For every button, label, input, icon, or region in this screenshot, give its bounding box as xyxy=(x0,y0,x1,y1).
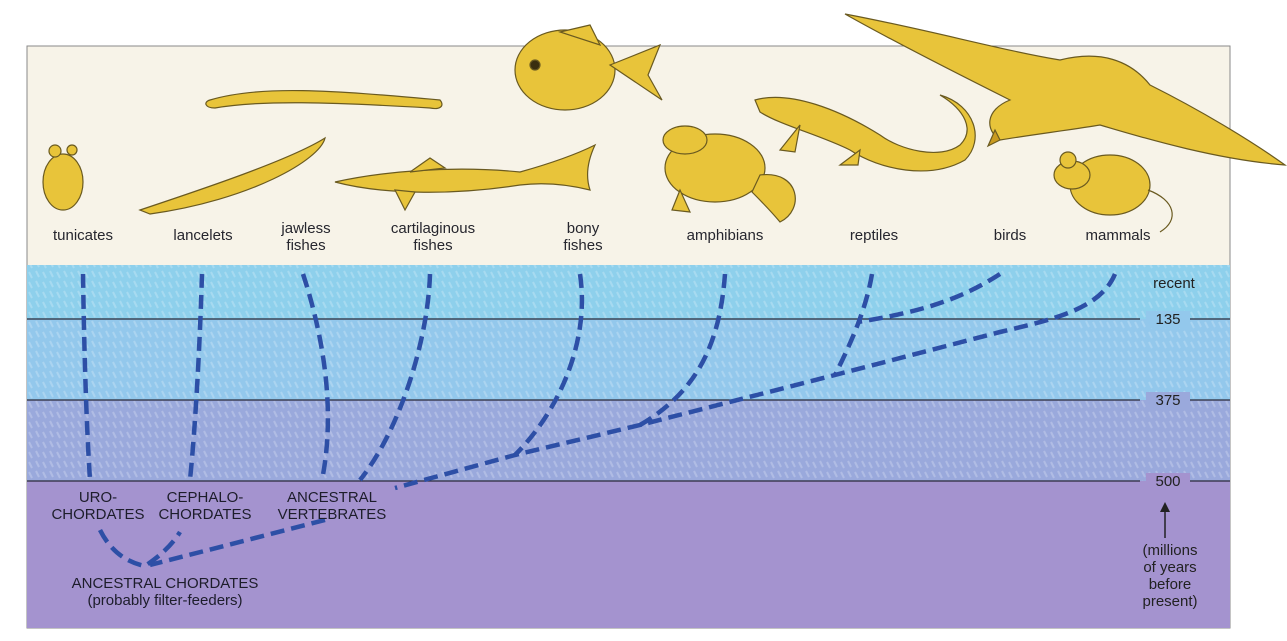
vertebrates-line2: VERTEBRATES xyxy=(262,506,402,523)
mammals-line2: mammals xyxy=(1075,227,1161,244)
jawless-line2: fishes xyxy=(266,237,346,254)
tunicates-line2: tunicates xyxy=(40,227,126,244)
chordates-line1: ANCESTRAL CHORDATES xyxy=(40,575,290,592)
bony-line2: fishes xyxy=(548,237,618,254)
group-label-tunicates: tunicates xyxy=(40,227,126,244)
time-unit-line2: of years xyxy=(1130,559,1210,576)
uro-line2: CHORDATES xyxy=(48,506,148,523)
bony-line1: bony xyxy=(548,220,618,237)
time-unit-line4: present) xyxy=(1130,593,1210,610)
clade-urochordates: URO- CHORDATES xyxy=(48,489,148,523)
group-label-amphibians: amphibians xyxy=(675,227,775,244)
group-label-reptiles: reptiles xyxy=(836,227,912,244)
time-unit-line1: (millions xyxy=(1130,542,1210,559)
cartilaginous-line2: fishes xyxy=(375,237,491,254)
cephalo-line2: CHORDATES xyxy=(150,506,260,523)
tick-recent: recent xyxy=(1142,275,1206,292)
tick-375: 375 xyxy=(1146,392,1190,409)
clade-ancestral-chordates: ANCESTRAL CHORDATES (probably filter-fee… xyxy=(40,575,290,609)
group-label-bony-fishes: bony fishes xyxy=(548,220,618,254)
reptiles-line2: reptiles xyxy=(836,227,912,244)
time-unit-label: (millions of years before present) xyxy=(1130,542,1210,610)
amphibians-line2: amphibians xyxy=(675,227,775,244)
tick-135: 135 xyxy=(1146,311,1190,328)
lancelets-line2: lancelets xyxy=(160,227,246,244)
clade-ancestral-vertebrates: ANCESTRAL VERTEBRATES xyxy=(262,489,402,523)
jawless-line1: jawless xyxy=(266,220,346,237)
vertebrates-line1: ANCESTRAL xyxy=(262,489,402,506)
group-label-birds: birds xyxy=(982,227,1038,244)
cartilaginous-line1: cartilaginous xyxy=(375,220,491,237)
cephalo-line1: CEPHALO- xyxy=(150,489,260,506)
group-label-mammals: mammals xyxy=(1075,227,1161,244)
group-label-lancelets: lancelets xyxy=(160,227,246,244)
time-unit-line3: before xyxy=(1130,576,1210,593)
group-label-cartilaginous-fishes: cartilaginous fishes xyxy=(375,220,491,254)
tick-500: 500 xyxy=(1146,473,1190,490)
uro-line1: URO- xyxy=(48,489,148,506)
water-texture xyxy=(27,265,1230,481)
group-label-jawless-fishes: jawless fishes xyxy=(266,220,346,254)
clade-cephalochordates: CEPHALO- CHORDATES xyxy=(150,489,260,523)
birds-line2: birds xyxy=(982,227,1038,244)
chordates-line2: (probably filter-feeders) xyxy=(40,592,290,609)
